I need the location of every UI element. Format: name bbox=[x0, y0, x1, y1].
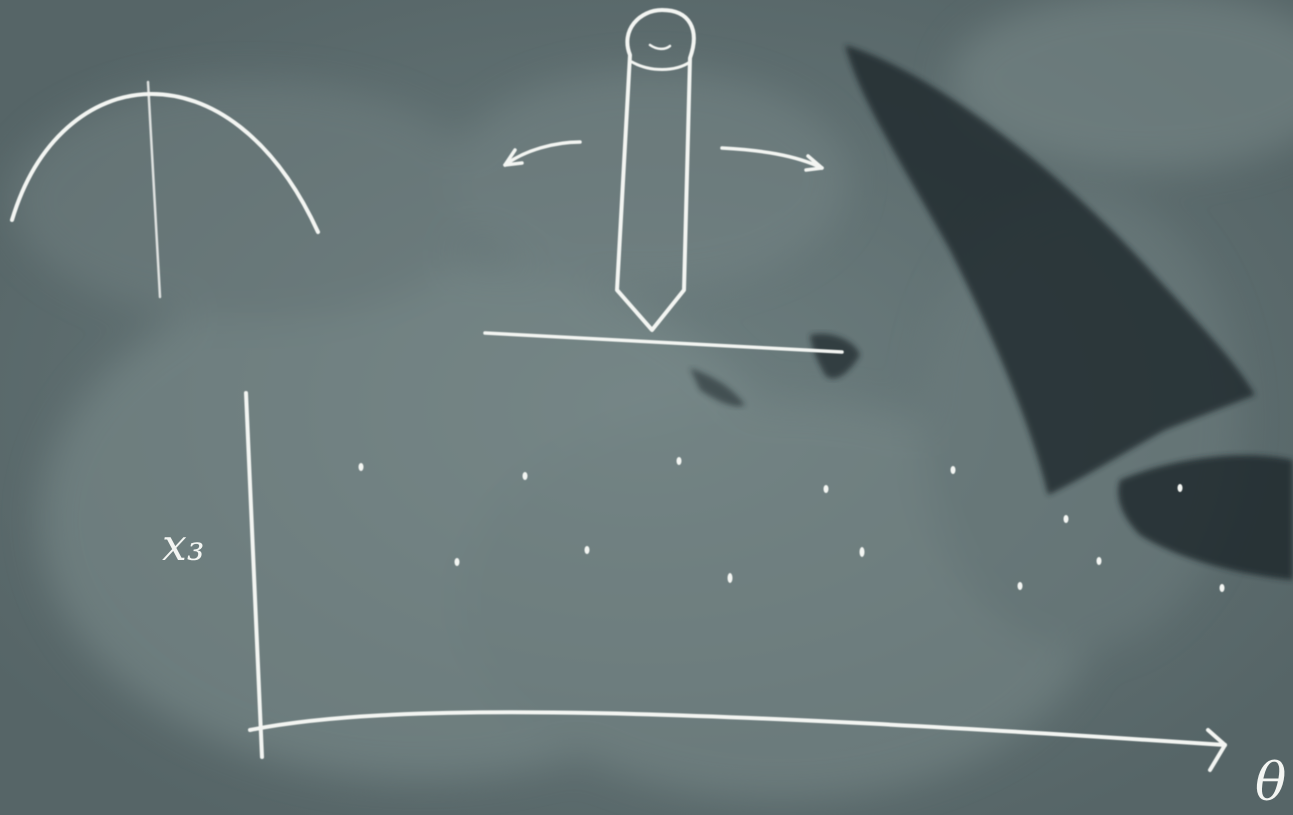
y-axis-label: x₃ bbox=[162, 520, 204, 571]
x-axis-label: θ bbox=[1255, 753, 1286, 813]
